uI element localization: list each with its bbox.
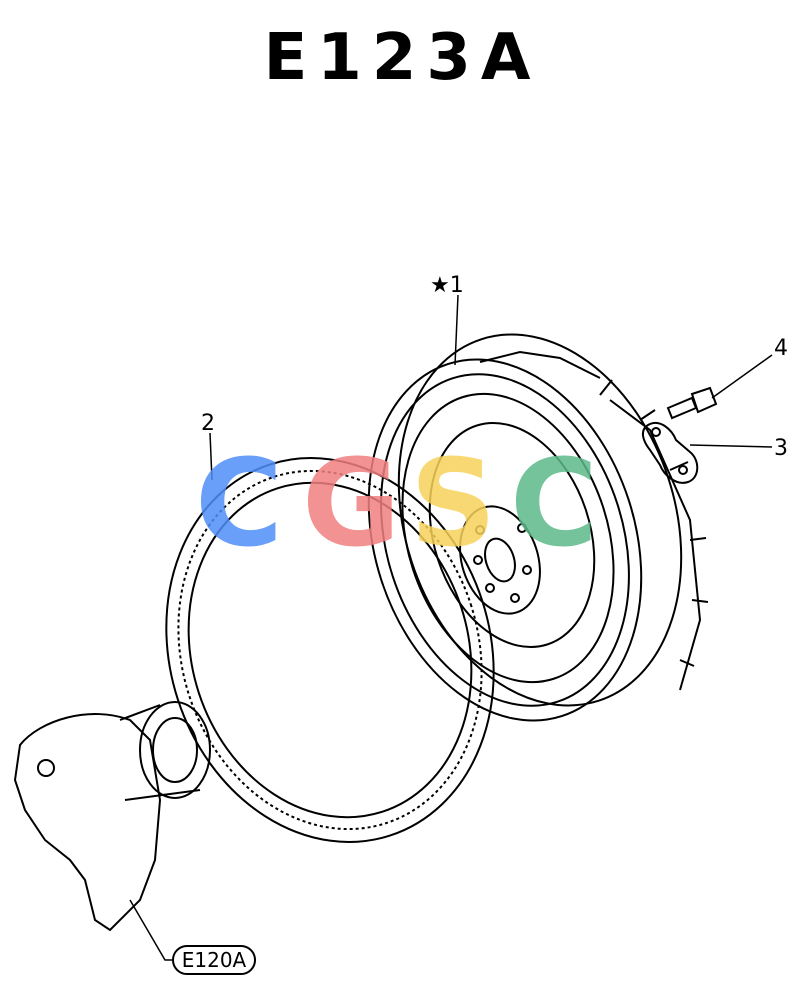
watermark-letter-c: C	[195, 435, 283, 574]
bolt	[666, 386, 718, 420]
reference-label: E120A	[172, 945, 256, 975]
crankshaft-end	[13, 701, 211, 932]
page-title: E123A	[263, 21, 541, 95]
watermark-letter-g: G	[302, 435, 401, 574]
ring-gear	[165, 457, 495, 843]
callout-part-3: 3	[774, 436, 788, 461]
watermark: C G S C	[195, 435, 598, 574]
callout-part-2: 2	[201, 411, 215, 436]
callout-part-1: ★1	[430, 273, 464, 298]
watermark-letter-c2: C	[510, 435, 598, 574]
lock-plate	[642, 421, 699, 484]
watermark-letter-s: S	[410, 435, 496, 574]
callout-part-4: 4	[774, 336, 788, 361]
flywheel	[367, 333, 709, 722]
leader-lines	[129, 294, 773, 961]
